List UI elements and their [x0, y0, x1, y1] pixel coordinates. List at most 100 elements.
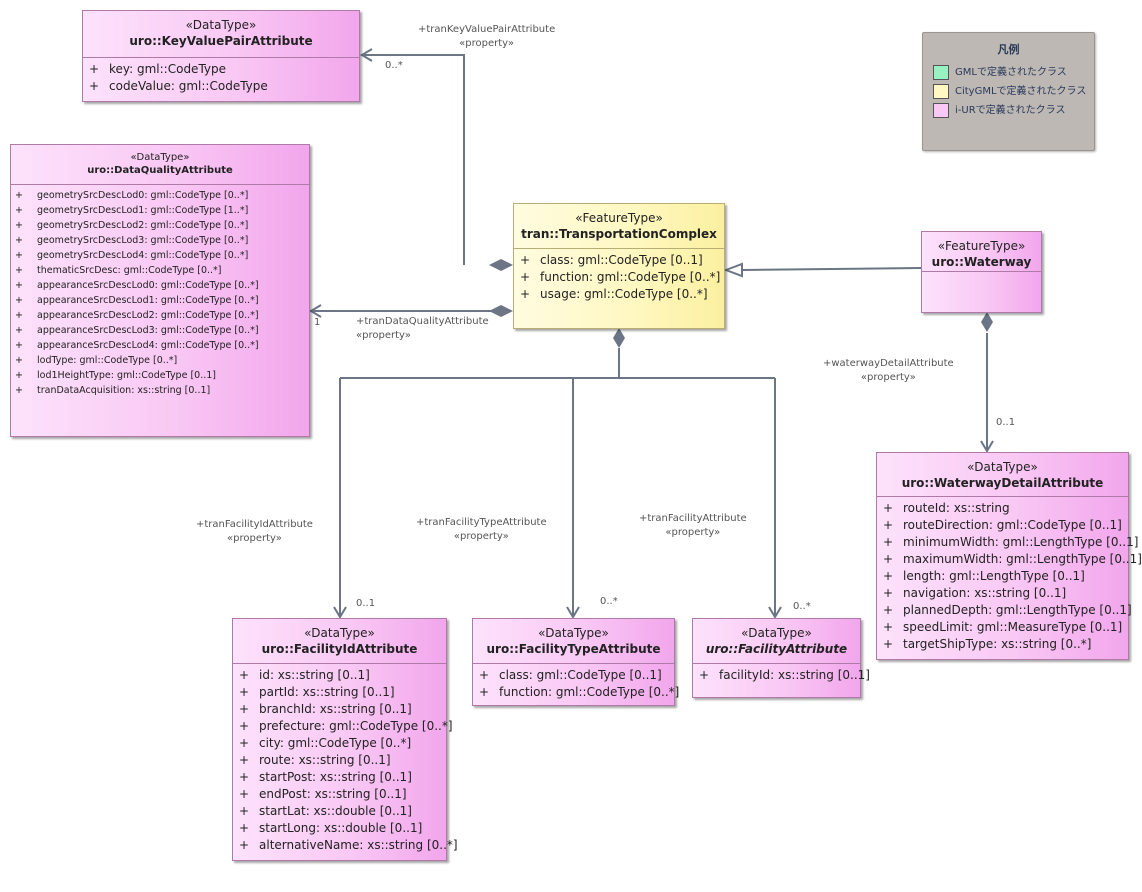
ww-composition-diamond	[981, 312, 993, 332]
attribute-row: +length: gml::LengthType [0..1]	[883, 568, 1128, 585]
attribute-text: length: gml::LengthType [0..1]	[903, 569, 1085, 583]
attribute-text: maximumWidth: gml::LengthType [0..1]	[903, 552, 1142, 566]
class-facility-id-attribute[interactable]: «DataType» uro::FacilityIdAttribute +id:…	[232, 618, 458, 861]
class-name: tran::TransportationComplex	[521, 227, 717, 241]
fa-arrowhead	[768, 606, 782, 619]
attribute-text: appearanceSrcDescLod2: gml::CodeType [0.…	[37, 310, 259, 321]
attribute-text: minimumWidth: gml::LengthType [0..1]	[903, 535, 1139, 549]
stereotype-label: «DataType»	[185, 18, 257, 32]
dq-role-label: +tranDataQualityAttribute«property»	[356, 316, 489, 341]
visibility-marker: +	[15, 280, 23, 291]
dq-composition-diamond	[489, 305, 513, 317]
attribute-row: + partId: xs::string [0..1]	[239, 684, 446, 701]
attribute-text: startPost: xs::string [0..1]	[259, 770, 412, 784]
class-name: uro::Waterway	[931, 255, 1032, 269]
visibility-marker: +	[239, 753, 250, 767]
class-name: uro::KeyValuePairAttribute	[129, 34, 313, 48]
class-name: uro::DataQualityAttribute	[87, 165, 233, 176]
visibility-marker: +	[15, 205, 23, 216]
visibility-marker: +	[699, 668, 710, 682]
visibility-marker: +	[239, 736, 250, 750]
attribute-row: + appearanceSrcDescLod0: gml::CodeType [0…	[15, 278, 309, 293]
attribute-text: appearanceSrcDescLod4: gml::CodeType [0.…	[37, 340, 259, 351]
class-waterway-detail-attribute[interactable]: «DataType» uro::WaterwayDetailAttribute …	[876, 452, 1142, 660]
attribute-text: city: gml::CodeType [0..*]	[259, 736, 412, 750]
wwd-role-label: +waterwayDetailAttribute«property»	[823, 358, 954, 383]
attribute-row: + city: gml::CodeType [0..*]	[239, 735, 446, 752]
attribute-row: +routeId: xs::string	[883, 500, 1128, 517]
legend-panel: 凡例 GMLで定義されたクラス CityGMLで定義されたクラス i-URで定義…	[922, 32, 1095, 151]
ftype-multiplicity: 0..*	[600, 596, 618, 607]
visibility-marker: +	[89, 62, 100, 76]
attribute-row: +branchId: xs::string [0..1]	[239, 701, 446, 718]
attribute-row: +usage: gml::CodeType [0..*]	[520, 286, 724, 303]
attribute-list: +id: xs::string [0..1]+partId: xs::strin…	[233, 664, 458, 854]
attribute-text: lodType: gml::CodeType [0..*]	[37, 355, 178, 366]
attribute-row: +geometrySrcDescLod3: gml::CodeType [0..…	[15, 233, 309, 248]
attribute-text: partId: xs::string [0..1]	[259, 685, 395, 699]
class-waterway[interactable]: «FeatureType» uro::Waterway	[921, 231, 1042, 313]
class-transportation-complex[interactable]: «FeatureType» tran::TransportationComple…	[513, 203, 725, 329]
attribute-text: key: gml::CodeType	[109, 62, 226, 76]
attribute-row: +function: gml::CodeType [0..*]	[479, 684, 679, 701]
visibility-marker: +	[15, 370, 23, 381]
class-facility-type-attribute[interactable]: «DataType» uro::FacilityTypeAttribute +c…	[472, 618, 679, 706]
visibility-marker: +	[239, 804, 250, 818]
attribute-text: geometrySrcDescLod0: gml::CodeType [0..*…	[37, 190, 249, 201]
attribute-list: + geometrySrcDescLod0: gml::CodeType [0..…	[11, 185, 309, 398]
class-header: «DataType» uro::KeyValuePairAttribute	[83, 11, 359, 58]
attribute-row: +appearanceSrcDescLod2: gml::CodeType [0…	[15, 308, 309, 323]
visibility-marker: +	[883, 501, 894, 515]
attribute-text: geometrySrcDescLod4: gml::CodeType [0..*…	[37, 250, 249, 261]
class-header: «DataType» uro::FacilityTypeAttribute	[473, 619, 674, 664]
stereotype-label: «FeatureType»	[575, 211, 663, 225]
class-header: «FeatureType» tran::TransportationComple…	[514, 204, 724, 249]
attribute-text: targetShipType: xs::string [0..*]	[903, 637, 1092, 651]
attribute-text: alternativeName: xs::string [0..*]	[259, 838, 458, 852]
class-name: uro::FacilityAttribute	[705, 642, 848, 656]
attribute-text: function: gml::CodeType [0..*]	[540, 270, 721, 284]
legend-label: CityGMLで定義されたクラス	[955, 86, 1087, 97]
dq-arrowhead	[309, 304, 322, 318]
visibility-marker: +	[479, 685, 490, 699]
stereotype-label: «DataType»	[538, 626, 609, 640]
attribute-list: +routeId: xs::string+routeDirection: gml…	[877, 497, 1142, 653]
tc-composition-diamond	[613, 328, 625, 348]
visibility-marker: +	[239, 702, 250, 716]
attribute-row: +startLong: xs::double [0..1]	[239, 820, 446, 837]
attribute-row: +speedLimit: gml::MeasureType [0..1]	[883, 619, 1128, 636]
attribute-row: +navigation: xs::string [0..1]	[883, 585, 1128, 602]
attribute-row: +lod1HeightType: gml::CodeType [0..1]	[15, 368, 309, 383]
attribute-list: +facilityId: xs::string [0..1]	[693, 664, 870, 684]
class-facility-attribute[interactable]: «DataType» uro::FacilityAttribute +facil…	[692, 618, 870, 698]
visibility-marker: +	[15, 235, 23, 246]
visibility-marker: +	[15, 355, 23, 366]
attribute-row: +facilityId: xs::string [0..1]	[699, 667, 870, 684]
legend-title: 凡例	[997, 43, 1020, 56]
fa-multiplicity: 0..*	[793, 601, 811, 612]
attribute-row: +alternativeName: xs::string [0..*]	[239, 837, 458, 854]
class-key-value-pair-attribute[interactable]: «DataType» uro::KeyValuePairAttribute + k…	[82, 10, 360, 102]
visibility-marker: +	[239, 719, 250, 733]
visibility-marker: +	[15, 340, 23, 351]
attribute-text: routeDirection: gml::CodeType [0..1]	[903, 518, 1122, 532]
attribute-list: +class: gml::CodeType [0..1]+function: g…	[514, 249, 724, 303]
attribute-row: +startLat: xs::double [0..1]	[239, 803, 446, 820]
generalization-arrowhead	[723, 262, 743, 278]
attribute-row: +tranDataAcquisition: xs::string [0..1]	[15, 383, 309, 398]
attribute-text: id: xs::string [0..1]	[259, 668, 370, 682]
visibility-marker: +	[883, 535, 894, 549]
visibility-marker: +	[239, 787, 250, 801]
attribute-text: appearanceSrcDescLod0: gml::CodeType [0.…	[37, 280, 259, 291]
attribute-row: +class: gml::CodeType [0..1]	[520, 252, 724, 269]
legend-swatch-gml	[933, 64, 949, 80]
legend-swatch-citygml	[933, 83, 949, 99]
visibility-marker: +	[239, 685, 250, 699]
attribute-row: +endPost: xs::string [0..1]	[239, 786, 446, 803]
attribute-text: plannedDepth: gml::LengthType [0..1]	[903, 603, 1132, 617]
attribute-row: +geometrySrcDescLod1: gml::CodeType [1..…	[15, 203, 309, 218]
legend-item-gml: GMLで定義されたクラス	[933, 63, 1067, 80]
visibility-marker: +	[239, 668, 250, 682]
class-name: uro::WaterwayDetailAttribute	[901, 476, 1104, 490]
class-data-quality-attribute[interactable]: «DataType» uro::DataQualityAttribute +ge…	[10, 144, 310, 437]
